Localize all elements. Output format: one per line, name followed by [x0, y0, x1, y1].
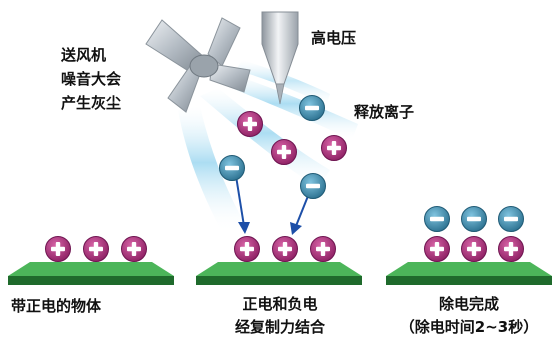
- charged-plate-1: [8, 262, 174, 285]
- electrode-needle-icon: [261, 11, 299, 105]
- positive-ion-icon: [237, 111, 263, 137]
- fan-label-line2: 噪音大会: [61, 70, 122, 88]
- positive-ion-icon: [321, 135, 347, 161]
- attraction-arrows: [235, 175, 309, 235]
- negative-ion-icon: [498, 206, 524, 232]
- fan-label-line3: 产生灰尘: [61, 94, 122, 112]
- fan-icon: [145, 17, 251, 113]
- positive-ion-icon: [45, 236, 71, 262]
- negative-ion-icon: [424, 206, 450, 232]
- positive-ion-icon: [461, 236, 487, 262]
- airflow-stream: [200, 88, 330, 188]
- positive-ion-icon: [83, 236, 109, 262]
- release-ions-label: 释放离子: [354, 103, 415, 121]
- positive-ion-icon: [271, 139, 297, 165]
- airflow-stream: [222, 74, 358, 140]
- panel2-caption-line2: 经复制力结合: [234, 318, 325, 336]
- negative-ion-icon: [461, 206, 487, 232]
- positive-ion-icon: [234, 236, 260, 262]
- high-voltage-label: 高电压: [311, 29, 357, 47]
- fan-label-line1: 送风机: [61, 46, 107, 64]
- attraction-arrow-icon: [235, 175, 245, 227]
- positive-ion-icon: [424, 236, 450, 262]
- negative-ion-icon: [300, 173, 326, 199]
- charged-plate-2: [196, 262, 362, 285]
- panel3-caption-line1: 除电完成: [438, 295, 499, 313]
- positive-ion-icon: [272, 236, 298, 262]
- panel2-caption-line1: 正电和负电: [242, 295, 318, 313]
- attraction-arrowhead: [238, 222, 250, 234]
- positive-ion-icon: [498, 236, 524, 262]
- negative-ion-icon: [219, 155, 245, 181]
- panel1-caption: 带正电的物体: [11, 297, 102, 315]
- attraction-arrowhead: [290, 222, 302, 235]
- airflow-stream: [178, 106, 246, 232]
- fan-hub: [189, 54, 219, 78]
- positive-ion-icon: [310, 236, 336, 262]
- attraction-arrow-icon: [295, 195, 309, 227]
- positive-ion-icon: [121, 236, 147, 262]
- negative-ion-icon: [299, 95, 325, 121]
- charged-plate-3: [386, 262, 552, 285]
- ions: [45, 95, 524, 262]
- panel3-caption-line2: （除电时间2~3秒）: [399, 318, 539, 336]
